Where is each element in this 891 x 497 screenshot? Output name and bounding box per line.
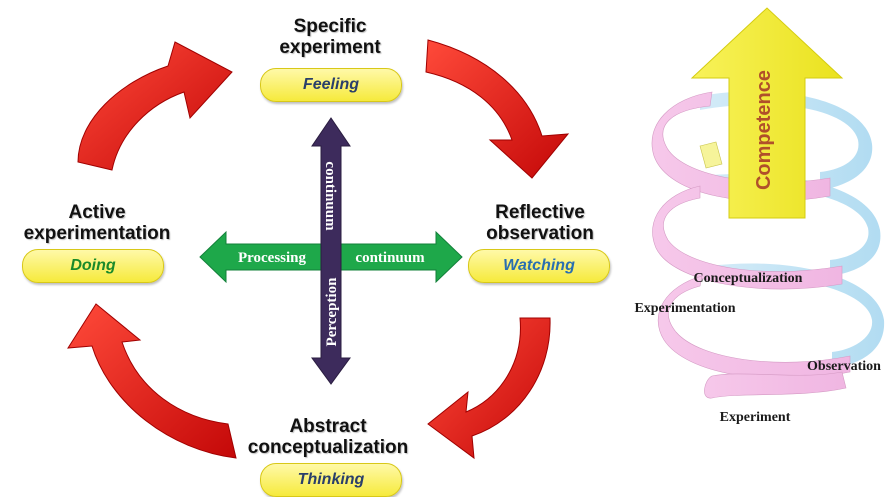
processing-continuum-label: continuum	[355, 250, 425, 266]
learning-spiral	[651, 91, 885, 399]
spiral-label-conceptualization: Conceptualization	[694, 271, 803, 286]
perception-label: Perception	[324, 277, 340, 347]
stage-right-mode: Watching	[503, 257, 575, 274]
processing-label: Processing	[238, 250, 307, 266]
cycle-arrow-bottom-left	[67, 303, 237, 459]
stage-top-title-line2: experiment	[279, 37, 381, 58]
perception-continuum-label: continuum	[322, 161, 338, 231]
competence-label: Competence	[753, 70, 775, 190]
stage-right-title-line2: observation	[486, 223, 594, 244]
spiral-label-experimentation: Experimentation	[634, 301, 735, 316]
stage-right-title-line1: Reflective	[495, 202, 585, 223]
competence-arrow	[690, 7, 844, 219]
cycle-arrow-bottom-right	[427, 317, 551, 460]
stage-left-title-line2: experimentation	[23, 223, 171, 244]
perception-continuum-arrow	[311, 117, 351, 385]
cycle-arrow-top-left	[77, 41, 233, 171]
stage-right-mode-pill: Watching	[468, 249, 610, 283]
stage-bottom-title-line2: conceptualization	[247, 437, 409, 458]
stage-top-title-line1: Specific	[293, 16, 367, 37]
stage-bottom-title-line1: Abstract	[289, 416, 367, 437]
stage-top-title: Specific experiment	[238, 16, 422, 58]
stage-top-mode: Feeling	[302, 76, 359, 93]
stage-left-mode-pill: Doing	[22, 249, 164, 283]
stage-bottom-title: Abstract conceptualization	[228, 416, 428, 458]
stage-right-title: Reflective observation	[470, 202, 610, 244]
stage-bottom-mode: Thinking	[297, 471, 365, 488]
stage-bottom-mode-pill: Thinking	[260, 463, 402, 497]
cycle-arrow-top-right	[425, 39, 570, 179]
spiral-label-experiment: Experiment	[720, 410, 791, 425]
stage-left-title-line1: Active	[68, 202, 126, 223]
stage-left-mode: Doing	[70, 257, 116, 274]
spiral-label-observation: Observation	[807, 359, 881, 374]
stage-left-title: Active experimentation	[4, 202, 190, 244]
stage-top-mode-pill: Feeling	[260, 68, 402, 102]
